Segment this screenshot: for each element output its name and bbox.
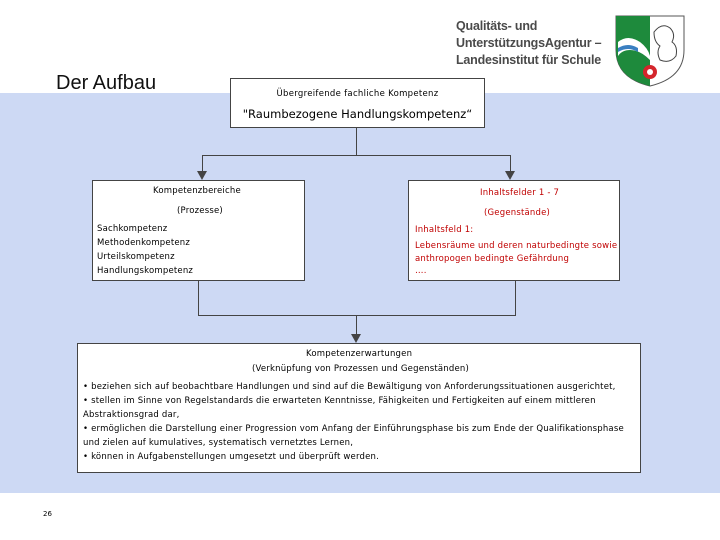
connector-top-stem (356, 128, 357, 155)
content-field-ellipsis: …. (415, 266, 427, 276)
competence-expectations-box: Kompetenzerwartungen (Verknüpfung von Pr… (77, 343, 641, 473)
competence-expectations-title: Kompetenzerwartungen (306, 349, 413, 359)
nrw-crest-icon (615, 15, 685, 87)
arrowhead-center (351, 334, 361, 343)
connector-left-drop (202, 155, 203, 173)
content-fields-title: Inhaltsfelder 1 - 7 (480, 188, 560, 198)
expectation-line: • beziehen sich auf beobachtbare Handlun… (83, 382, 616, 392)
connector-right-drop (510, 155, 511, 173)
overarching-competence-box: Übergreifende fachliche Kompetenz "Raumb… (230, 78, 485, 128)
institution-line-1: Qualitäts- und (456, 19, 538, 33)
competence-item: Handlungskompetenz (97, 266, 194, 276)
expectation-line: Abstraktionsgrad dar, (83, 410, 180, 420)
overarching-competence-title: "Raumbezogene Handlungskompetenz“ (242, 107, 473, 121)
institution-line-2: UnterstützungsAgentur – (456, 36, 602, 50)
page-title: Der Aufbau (56, 72, 157, 94)
content-field-label: Inhaltsfeld 1: (415, 225, 474, 235)
institution-line-3: Landesinstitut für Schule (456, 53, 602, 67)
competence-areas-subtitle: (Prozesse) (177, 206, 223, 216)
competence-item: Urteilskompetenz (97, 252, 175, 262)
connector-top-horizontal (202, 155, 511, 156)
connector-right-bottom (515, 281, 516, 315)
arrowhead-left (197, 171, 207, 180)
expectation-line: • können in Aufgabenstellungen umgesetzt… (83, 452, 380, 462)
connector-left-bottom (198, 281, 199, 315)
content-fields-subtitle: (Gegenstände) (484, 208, 551, 218)
expectation-line: • stellen im Sinne von Regelstandards di… (83, 396, 596, 406)
institution-name: Qualitäts- und UnterstützungsAgentur – L… (456, 18, 616, 69)
overarching-competence-subtitle: Übergreifende fachliche Kompetenz (276, 89, 439, 99)
connector-bottom-horizontal (198, 315, 516, 316)
competence-areas-title: Kompetenzbereiche (153, 186, 241, 196)
expectation-line: und zielen auf kumulatives, systematisch… (83, 438, 354, 448)
content-field-line: anthropogen bedingte Gefährdung (415, 254, 570, 264)
arrowhead-right (505, 171, 515, 180)
connector-center-drop (356, 315, 357, 335)
competence-item: Methodenkompetenz (97, 238, 191, 248)
competence-item: Sachkompetenz (97, 224, 168, 234)
content-fields-box: Inhaltsfelder 1 - 7 (Gegenstände) Inhalt… (408, 180, 620, 281)
competence-expectations-subtitle: (Verknüpfung von Prozessen und Gegenstän… (252, 364, 470, 374)
page-number: 26 (43, 510, 52, 518)
expectation-line: • ermöglichen die Darstellung einer Prog… (83, 424, 624, 434)
content-field-line: Lebensräume und deren naturbedingte sowi… (415, 241, 618, 251)
competence-areas-box: Kompetenzbereiche (Prozesse) Sachkompete… (92, 180, 305, 281)
